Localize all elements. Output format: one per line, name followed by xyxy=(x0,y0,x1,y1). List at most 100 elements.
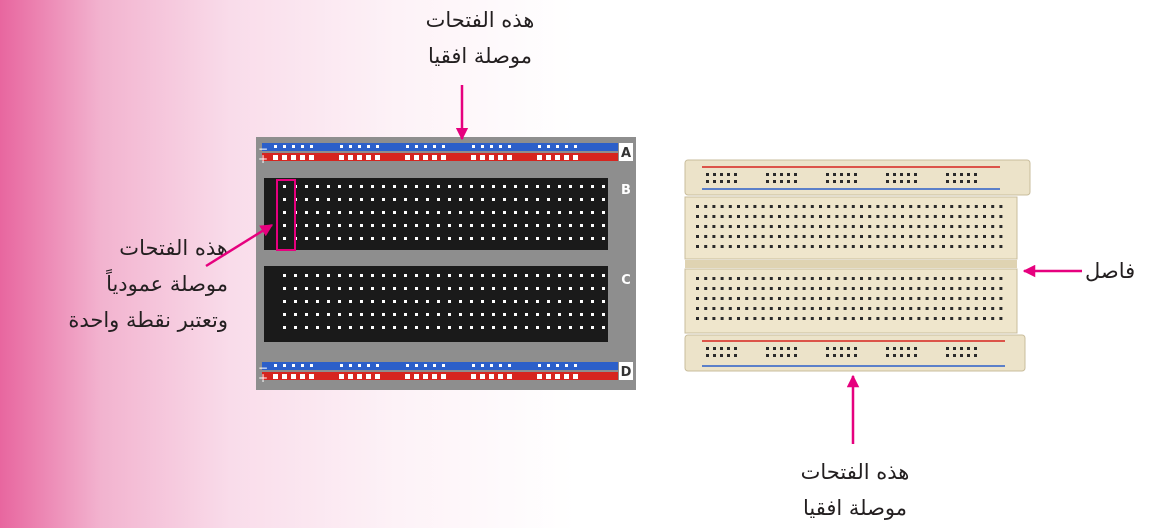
photo-terminal-hole xyxy=(901,215,904,218)
rail-hole xyxy=(310,145,313,148)
terminal-hole xyxy=(448,211,451,214)
photo-terminal-hole xyxy=(843,235,847,238)
rail-hole xyxy=(432,374,437,379)
photo-terminal-hole xyxy=(917,297,921,300)
photo-terminal-hole xyxy=(745,225,749,228)
photo-terminal-hole xyxy=(974,205,978,208)
photo-terminal-hole xyxy=(819,205,822,208)
photo-terminal-hole xyxy=(958,215,962,218)
photo-terminal-hole xyxy=(728,317,732,320)
photo-terminal-hole xyxy=(696,277,699,280)
terminal-hole xyxy=(316,211,319,214)
photo-terminal-hole xyxy=(974,225,978,228)
photo-terminal-hole xyxy=(696,287,699,290)
photo-rail-hole xyxy=(953,173,956,176)
terminal-hole xyxy=(426,185,429,188)
terminal-hole xyxy=(360,211,363,214)
photo-terminal-hole xyxy=(843,287,847,290)
photo-terminal-hole xyxy=(925,277,929,280)
photo-terminal-hole xyxy=(942,215,945,218)
terminal-hole xyxy=(569,326,572,329)
photo-terminal-hole xyxy=(925,205,929,208)
terminal-hole xyxy=(426,224,429,227)
photo-top-rail xyxy=(684,159,1031,196)
terminal-hole xyxy=(437,224,440,227)
photo-terminal-hole xyxy=(958,297,962,300)
photo-terminal-hole xyxy=(909,307,913,310)
photo-terminal-hole xyxy=(819,307,822,310)
photo-terminal-hole xyxy=(909,287,913,290)
photo-rail-hole xyxy=(946,173,949,176)
rail-hole xyxy=(489,374,494,379)
photo-terminal-hole xyxy=(720,205,724,208)
photo-terminal-hole xyxy=(778,287,781,290)
photo-terminal-hole xyxy=(753,225,757,228)
photo-terminal-hole xyxy=(712,297,716,300)
rail-hole xyxy=(565,145,568,148)
terminal-hole xyxy=(569,313,572,316)
photo-terminal-hole xyxy=(999,205,1003,208)
terminal-hole xyxy=(404,198,407,201)
photo-terminal-hole xyxy=(966,297,970,300)
photo-rail-hole xyxy=(907,173,910,176)
rail-hole xyxy=(414,374,419,379)
rail-hole xyxy=(340,145,343,148)
terminal-hole xyxy=(415,326,418,329)
terminal-hole xyxy=(514,237,517,240)
terminal-hole xyxy=(404,300,407,303)
terminal-hole xyxy=(393,326,396,329)
photo-terminal-hole xyxy=(950,287,954,290)
terminal-hole xyxy=(503,300,506,303)
photo-terminal-hole xyxy=(917,245,921,248)
bottom-label-line-1: هذه الفتحات xyxy=(800,460,910,484)
terminal-hole xyxy=(525,287,528,290)
rail-hole xyxy=(471,374,476,379)
photo-terminal-hole xyxy=(786,205,790,208)
terminal-hole xyxy=(591,211,594,214)
photo-terminal-hole xyxy=(974,287,978,290)
photo-terminal-hole xyxy=(728,215,732,218)
terminal-hole xyxy=(558,198,561,201)
terminal-hole xyxy=(514,224,517,227)
terminal-hole xyxy=(569,274,572,277)
rail-a-holes xyxy=(273,145,578,160)
photo-rail-hole xyxy=(780,180,783,183)
photo-rail-hole xyxy=(734,354,737,357)
photo-terminal-hole xyxy=(933,287,937,290)
photo-terminal-hole xyxy=(991,287,995,290)
terminal-hole xyxy=(415,274,418,277)
photo-rail-hole xyxy=(720,173,723,176)
rail-hole xyxy=(441,155,446,160)
photo-terminal-hole xyxy=(835,225,839,228)
rail-hole xyxy=(375,374,380,379)
rail-hole xyxy=(357,155,362,160)
terminal-hole xyxy=(459,326,462,329)
terminal-hole xyxy=(547,198,550,201)
vertical-column-highlight xyxy=(276,179,296,251)
rail-hole xyxy=(273,374,278,379)
photo-terminal-hole xyxy=(966,277,970,280)
terminal-hole xyxy=(470,185,473,188)
terminal-hole xyxy=(558,211,561,214)
rail-hole xyxy=(339,374,344,379)
rail-d-plus: + xyxy=(258,371,268,385)
photo-terminal-hole xyxy=(769,307,773,310)
photo-terminal-hole xyxy=(810,245,814,248)
terminal-hole xyxy=(316,326,319,329)
photo-terminal-hole xyxy=(868,245,872,248)
terminal-hole xyxy=(503,287,506,290)
terminal-hole xyxy=(602,313,605,316)
photo-bottom-rail xyxy=(684,334,1026,372)
terminal-hole xyxy=(371,274,374,277)
terminal-hole xyxy=(437,326,440,329)
photo-terminal-hole xyxy=(884,297,888,300)
terminal-hole xyxy=(283,185,286,188)
photo-terminal-hole xyxy=(860,317,863,320)
terminal-hole xyxy=(338,224,341,227)
photo-terminal-hole xyxy=(950,307,954,310)
terminal-hole xyxy=(283,198,286,201)
terminal-hole xyxy=(591,198,594,201)
photo-terminal-hole xyxy=(983,277,986,280)
photo-rail-hole xyxy=(914,354,917,357)
photo-terminal-hole xyxy=(942,287,945,290)
